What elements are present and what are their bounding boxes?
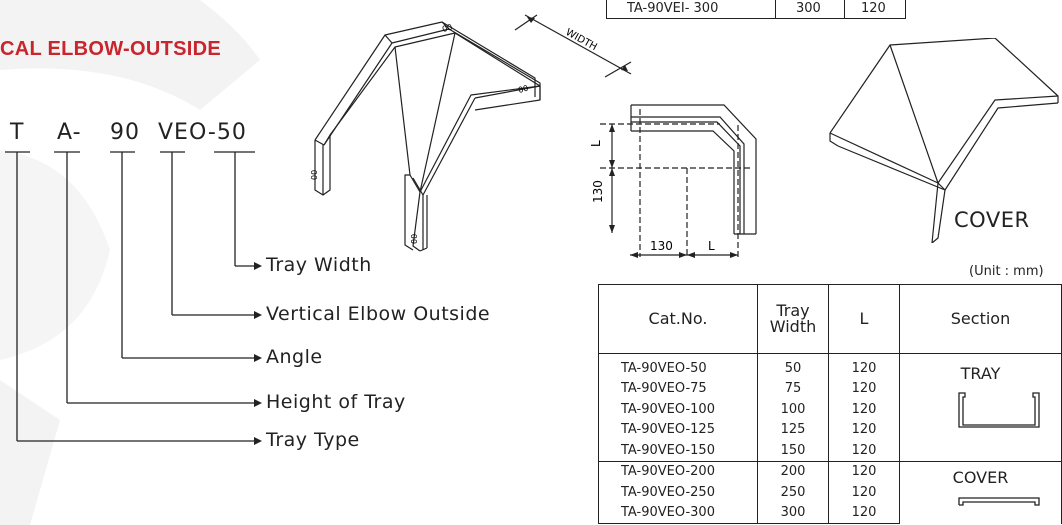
table-cell-L: 120: [828, 419, 900, 440]
table-cell-L: 120: [828, 460, 900, 482]
cover-drawing-label: COVER: [954, 208, 1030, 232]
table-cell: [905, 0, 1056, 19]
table-cell-cat: TA-90VEO-125: [598, 419, 758, 440]
dimension-L-bottom: L: [708, 239, 715, 253]
table-cell-L: 120: [828, 440, 900, 461]
section-cover-label: COVER: [952, 467, 1009, 487]
page-heading: CAL ELBOW-OUTSIDE: [0, 38, 221, 60]
table-header-tray-width: Tray Width: [757, 284, 829, 354]
section-tray-label: TRAY: [960, 364, 1001, 383]
section-cover-cell: COVER: [899, 460, 1062, 524]
legend-tray-width: Tray Width: [266, 254, 372, 276]
unit-note: (Unit : mm): [969, 264, 1044, 279]
previous-table-fragment: TA-90VEI- 300 300 120: [606, 0, 1056, 19]
section-tray-cell: TRAY: [899, 353, 1062, 461]
legend-height-of-tray: Height of Tray: [266, 391, 406, 413]
table-cell-L: 120: [828, 378, 900, 399]
table-cell: 120: [844, 0, 906, 19]
table-cell-L: 120: [828, 482, 900, 503]
legend-vertical-elbow-outside: Vertical Elbow Outside: [266, 303, 491, 325]
table-cell-width: 200: [757, 460, 829, 482]
cover-section-icon: [958, 496, 1040, 506]
table-cell-width: 75: [757, 378, 829, 399]
code-part-angle: 90: [110, 120, 140, 145]
header-width: Width: [769, 317, 817, 336]
table-cell-cat: TA-90VEO-250: [598, 482, 758, 503]
table-cell-cat: TA-90VEO-75: [598, 378, 758, 399]
cover-isometric-drawing: [829, 38, 1059, 243]
tray-slot-mark: 00: [441, 23, 453, 34]
code-part-type-width: VEO-50: [158, 120, 247, 145]
table-cell-cat: TA-90VEO-50: [598, 353, 758, 379]
code-leader-lines: [5, 151, 262, 445]
table-cell-L: 120: [828, 399, 900, 420]
table-cell: 300: [775, 0, 845, 19]
tray-section-icon: [958, 392, 1040, 428]
header-tray: Tray: [776, 301, 810, 320]
tray-slot-mark: 00: [410, 234, 419, 244]
table-cell-cat: TA-90VEO-200: [598, 460, 758, 482]
table-cell-L: 120: [828, 353, 900, 379]
catalog-table: Cat.No. Tray Width L Section TA-90VEO-50…: [598, 284, 1062, 524]
table-header-section: Section: [899, 284, 1062, 354]
tray-slot-mark: 00: [517, 84, 529, 95]
table-cell-cat: TA-90VEO-300: [598, 502, 758, 524]
table-cell-cat: TA-90VEO-150: [598, 440, 758, 461]
width-dimension-label: WIDTH: [564, 27, 599, 53]
table-header-L: L: [828, 284, 900, 354]
background-watermark: [0, 0, 260, 525]
table-cell-width: 50: [757, 353, 829, 379]
table-cell-width: 125: [757, 419, 829, 440]
code-part-height: A-: [57, 120, 82, 145]
dimension-L-side: L: [589, 140, 603, 147]
legend-angle: Angle: [266, 346, 323, 368]
legend-tray-type: Tray Type: [266, 429, 360, 451]
table-cell-width: 150: [757, 440, 829, 461]
table-cell: TA-90VEI- 300: [606, 0, 776, 19]
table-cell-cat: TA-90VEO-100: [598, 399, 758, 420]
table-cell-L: 120: [828, 502, 900, 524]
plan-view-drawing: L 130 130 L: [589, 104, 757, 258]
table-cell-width: 250: [757, 482, 829, 503]
dimension-130-bottom: 130: [650, 239, 673, 253]
table-header-cat-no: Cat.No.: [598, 284, 758, 354]
dimension-130-side: 130: [591, 180, 605, 203]
tray-slot-mark: 00: [310, 170, 319, 180]
code-part-tray-type: T: [10, 120, 25, 145]
table-cell-width: 100: [757, 399, 829, 420]
tray-isometric-drawing: WIDTH 00 00 00 00: [310, 14, 632, 252]
table-cell-width: 300: [757, 502, 829, 524]
